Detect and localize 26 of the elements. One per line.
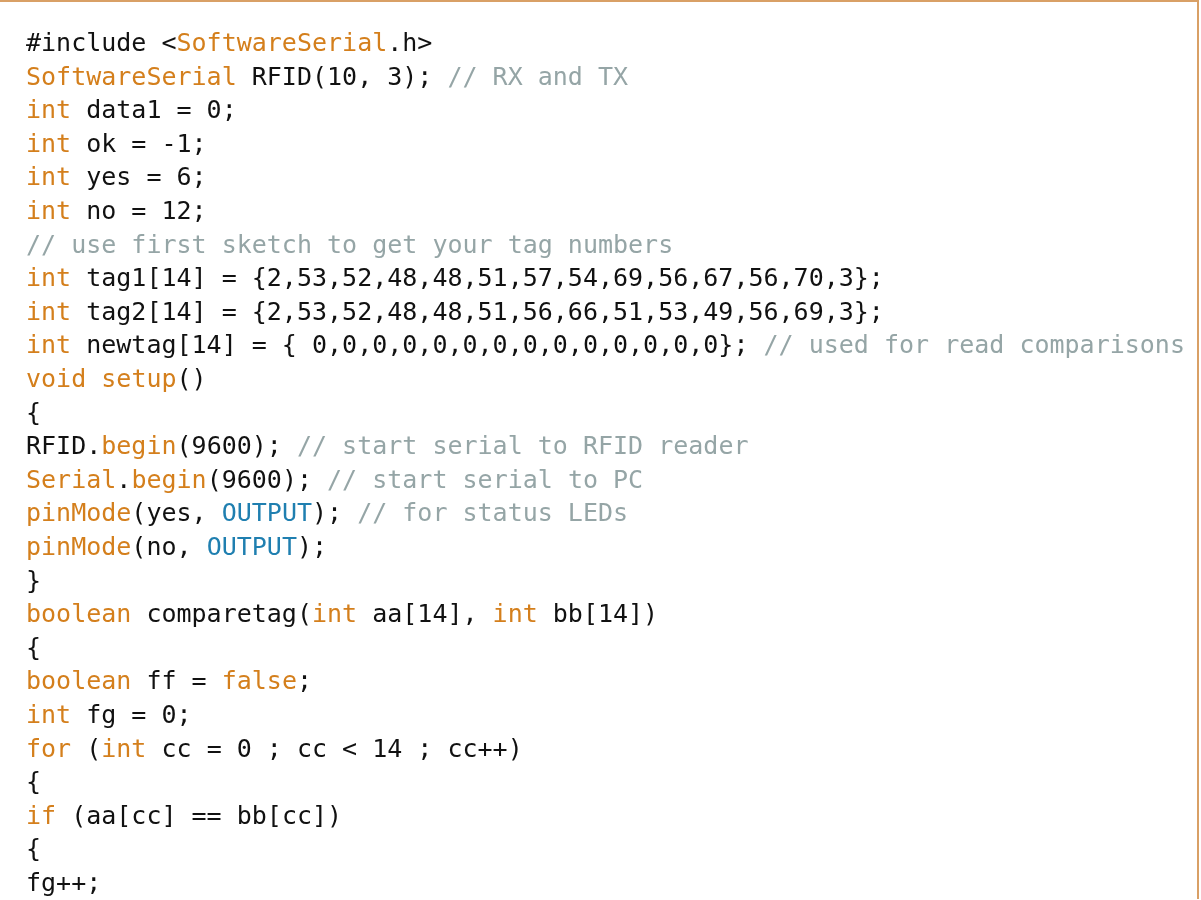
code-line: }: [26, 565, 42, 596]
code-line: int tag2[14] = {2,53,52,48,48,51,56,66,51,53,49,56,69,3};: [26, 296, 884, 327]
code-line: fg++;: [26, 868, 102, 898]
code-line: int no = 12;: [26, 196, 207, 226]
code-line: void setup(): [26, 364, 207, 394]
code-line: {: [26, 767, 42, 798]
code-line: int yes = 6;: [26, 162, 207, 193]
code-line: SoftwareSerial RFID(10, 3); // RX and TX: [26, 61, 629, 92]
code-line: int newtag[14] = { 0,0,0,0,0,0,0,0,0,0,0,0,0,0}; // used for read comparisons: [26, 330, 1185, 361]
code-line: {: [26, 632, 42, 663]
code-line: if (aa[cc] == bb[cc]): [26, 800, 343, 831]
code-line: {: [26, 397, 42, 428]
code-line: // use first sketch to get your tag numbers: [26, 229, 674, 260]
code-line: RFID.begin(9600); // start serial to RFID reader: [26, 431, 749, 462]
code-line: {: [26, 834, 42, 865]
code-line: boolean comparetag(int aa[14], int bb[14]): [26, 599, 659, 630]
code-line: int fg = 0;: [26, 700, 192, 730]
code-line: pinMode(yes, OUTPUT); // for status LEDs: [26, 498, 629, 529]
code-line: int ok = -1;: [26, 128, 207, 159]
code-line: #include <SoftwareSerial.h>: [26, 28, 433, 58]
code-line: for (int cc = 0 ; cc < 14 ; cc++): [26, 733, 523, 764]
code-line: Serial.begin(9600); // start serial to PC: [26, 464, 644, 495]
code-line: boolean ff = false;: [26, 666, 312, 697]
code-line: int tag1[14] = {2,53,52,48,48,51,57,54,69,56,67,56,70,3};: [26, 263, 884, 294]
code-line: pinMode(no, OUTPUT);: [26, 532, 328, 562]
code-line: int data1 = 0;: [26, 95, 237, 126]
